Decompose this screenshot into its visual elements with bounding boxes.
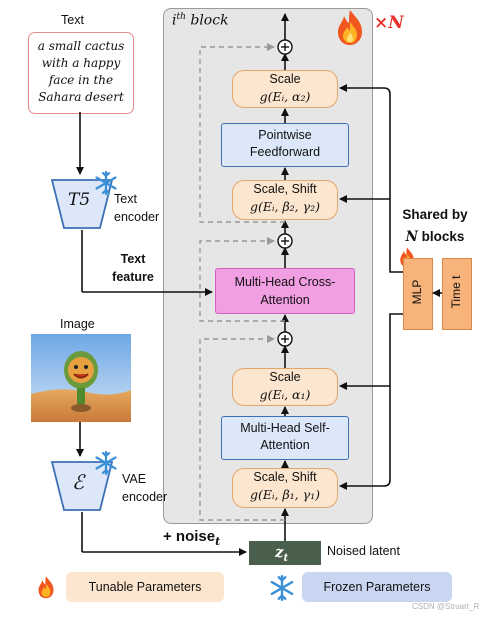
shared-label: Shared by N blocks [402,207,468,245]
text-feature-label: Text feature [112,252,154,284]
fire-icon [38,576,54,599]
snowflake-icon [95,170,117,196]
text-encoder-label: Text encoder [114,192,160,224]
t5-symbol: T5 [68,190,91,210]
noise-label: + noiset [163,528,221,548]
vae-encoder-shape [50,461,114,511]
text-input-label: Text [61,13,84,27]
watermark: CSDN @Struart_R [412,602,480,611]
vae-encoder-label: VAE encoder [122,472,168,504]
image-input-label: Image [60,317,95,331]
self-attention-module: Multi-Head Self-Attention [221,416,349,460]
latent-box [249,541,321,565]
block-title: ith block [172,12,229,29]
legend-tunable: Tunable Parameters [66,572,224,602]
prompt-box: a small cactus with a happy face in the … [28,32,134,114]
times-n-label: ×N [374,13,404,33]
time-module [442,258,472,330]
vae-symbol: ℰ [72,470,85,494]
noised-latent-label: Noised latent [327,544,400,558]
snowflake-icon [270,574,294,602]
prompt-text: a small cactus with a happy face in the … [37,39,125,104]
t5-encoder-shape [50,179,114,229]
cactus-image [31,334,131,422]
latent-symbol: zt [275,543,289,564]
add-node [277,39,293,347]
legend-frozen: Frozen Parameters [302,572,452,602]
fire-icon [338,10,362,45]
cross-attention-module: Multi-Head Cross-Attention [215,268,355,314]
snowflake-icon [95,450,117,476]
pointwise-feedforward-module: Pointwise Feedforward [221,123,349,167]
